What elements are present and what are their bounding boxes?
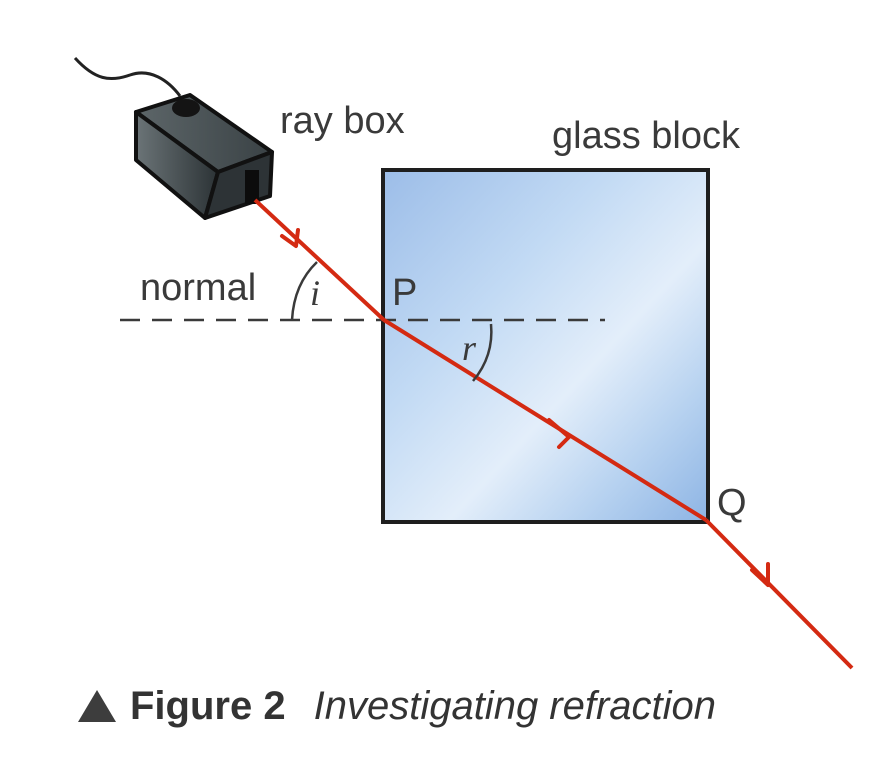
incident-ray	[253, 198, 386, 322]
angle-r-arc	[472, 323, 493, 382]
figure-caption: Figure 2 Investigating refraction	[78, 676, 716, 736]
figure-title: Investigating refraction	[313, 683, 717, 728]
emergent-ray	[704, 518, 854, 670]
glass-block	[381, 168, 710, 524]
point-p-label: P	[392, 272, 417, 314]
figure-number: Figure 2	[130, 683, 286, 728]
ray-box-cable	[73, 56, 182, 97]
refracted-ray	[382, 318, 708, 522]
ray-box-label: ray box	[280, 100, 405, 142]
angle-i-label: i	[310, 273, 320, 313]
emergent-ray-arrow	[750, 562, 770, 587]
ray-box	[134, 93, 274, 220]
angle-r-label: r	[462, 328, 477, 368]
normal-label: normal	[140, 267, 256, 309]
refracted-ray-arrow	[547, 418, 571, 449]
point-q-label: Q	[717, 482, 747, 524]
glass-block-label: glass block	[552, 115, 741, 157]
angle-i-arc	[290, 261, 318, 321]
triangle-up-icon	[78, 690, 116, 722]
incident-ray-arrow	[280, 228, 300, 248]
